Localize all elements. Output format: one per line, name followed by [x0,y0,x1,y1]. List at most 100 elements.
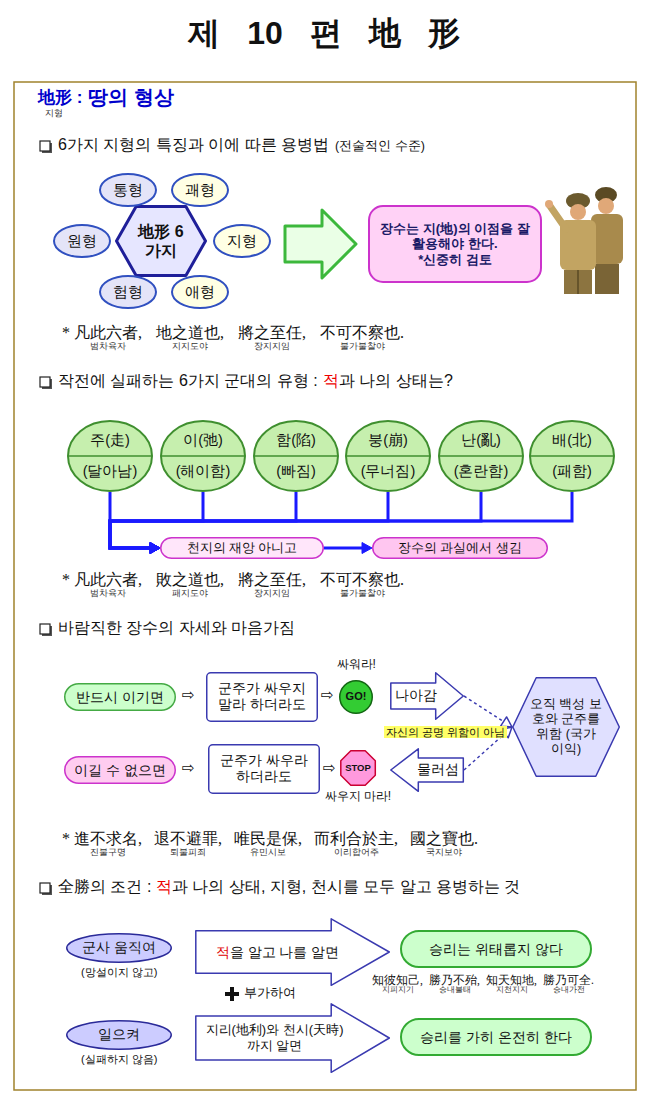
node-text-group: 지형 [227,232,257,250]
soldier-illustration [545,187,623,294]
node-text-group: 군주가 싸우라 하더라도 [214,753,314,785]
node-text-area: 애형 [177,278,223,306]
divider-line [439,455,523,457]
node-text-group: 붕(崩)(무너짐) [361,432,416,481]
divider-line [68,455,152,457]
label-text: 땅의 형상 [88,86,174,109]
shape-fill [401,1019,591,1055]
node-text-area: 천지의 재앙 아니고 [168,539,316,557]
outcome-pill: 승리는 위태롭지 않다 [400,930,592,968]
node-text: GO! [346,690,367,703]
arrowhead [150,543,160,554]
army-type-oval-outline [345,420,431,492]
node-text: 배(北) [552,432,592,449]
node-text-area: 地形 6가지 [133,213,189,269]
label-text: 지지도야 [172,341,208,351]
connector-line [324,547,362,550]
label-text: 자신의 공명 위함이 아님 [384,726,507,738]
node-text-area: 원형 [59,227,105,255]
army-type-oval-outline [67,420,153,492]
node-text: 험형 [113,283,143,301]
shape-fill [172,174,228,206]
army-type-oval: 배(北)(패함) [529,420,615,492]
shape-fill [172,276,228,308]
node-text-area: 배(北)(패함) [537,424,607,488]
shape-fill [68,421,152,491]
label-text: 범차육자 [90,341,126,351]
label-text: 而利合於主, [314,830,398,848]
shape-fill [65,684,176,711]
terrain-oval: 괘형 [171,173,229,207]
node-text-group: STOP [345,762,371,773]
node-text: 난(亂) [461,432,501,449]
arrowhead [150,543,160,554]
divider-line [346,455,430,457]
node-text: 원형 [67,232,97,250]
node-text: (달아남) [83,463,138,480]
shape-fill [369,206,541,282]
big-green-arrow [285,210,356,278]
node-text-group: 군사 움직여 [82,940,156,956]
node-text-area: 장수의 과실에서 생김 [380,539,540,557]
label-text: 승내불태 [439,986,471,995]
node-text: 지리(地利)와 천시(天時)까지 알면 [203,1022,346,1053]
label-text: 과 나의 상태는? [339,372,453,390]
section-checkbox [40,883,52,895]
label-text: 부가하여 [244,986,296,1001]
shape-fill [341,751,376,786]
army-type-oval: 붕(崩)(무너짐) [345,420,431,492]
advance-arrow: 나아감 [390,672,464,720]
label-text: 싸우지 마라! [325,790,392,804]
node-text-group: 물러섬 [417,762,459,778]
shape-fill [439,421,523,491]
node-text-group: 반드시 이기면 [76,689,164,706]
node-text: 地形 6가지 [133,222,189,260]
label-text: 全勝의 조건 : [58,878,151,896]
connector [464,696,512,727]
army-type-oval: 이(弛)(해이함) [160,420,246,492]
ruler-order-box: 군주가 싸우지 말라 하더라도 [206,672,318,722]
shape-fill [207,673,318,722]
shape-fill [117,207,206,276]
node-text: 오직 백성 보호와 군주를 위함 (국가이익) [530,697,602,757]
label-text: * 凡此六者, [62,324,142,342]
army-type-oval-outline [438,420,524,492]
node-text: 통형 [113,181,143,199]
label-text: * 進不求名, [62,830,142,848]
shape-fill [161,538,324,559]
node-text-area: 반드시 이기면 [72,686,168,708]
knowledge-arrow: 적을 알고 나를 알면 [195,918,390,986]
node-text: STOP [345,762,371,773]
node-text: 천지의 재앙 아니고 [187,541,298,556]
shape-fill [100,276,156,308]
node-text-group: 통형 [113,181,143,199]
node-text-group: 적을 알고 나를 알면 [216,943,340,961]
section-checkbox [40,624,52,636]
node-text: 붕(崩) [368,432,408,449]
node-text-area: 승리를 가히 온전히 한다 [410,1021,582,1053]
outcome-pill: 승리를 가히 온전히 한다 [400,1018,592,1056]
arrowhead [150,543,160,554]
label-text: 將之至任, [238,571,306,589]
node-text-area: 주(走) (달아남) [75,424,145,488]
purpose-hexagon: 오직 백성 보호와 군주를 위함 (국가이익) [512,677,620,777]
label-text: 國之寶也. [410,830,478,848]
node-text-area: 난(亂)(혼란함) [446,424,516,488]
node-text-group: 함(陷)(빠짐) [276,432,316,481]
node-text-group: 이길 수 없으면 [74,762,166,779]
node-text-group: 나아감 [395,688,437,704]
label-text: 바람직한 장수의 자세와 마음가짐 [58,619,295,637]
page-title: 제 10 편 地 形 [0,12,648,56]
node-text-area: 군사 움직여 [76,936,162,960]
ruler-order-box: 군주가 싸우라 하더라도 [208,744,320,794]
label-text: 장지지임 [254,341,290,351]
node-text: 주(走) [90,432,130,449]
label-text: * 凡此六者, [62,571,142,589]
node-text-group: 천지의 재앙 아니고 [187,541,298,556]
node-text-area: 지형 [219,227,265,255]
label-text: 장지지임 [254,588,290,598]
action-oval: 군사 움직여 [66,933,172,963]
shape-fill [373,538,548,559]
node-text-group: 난(亂)(혼란함) [454,432,509,481]
shape-fill [100,174,156,206]
